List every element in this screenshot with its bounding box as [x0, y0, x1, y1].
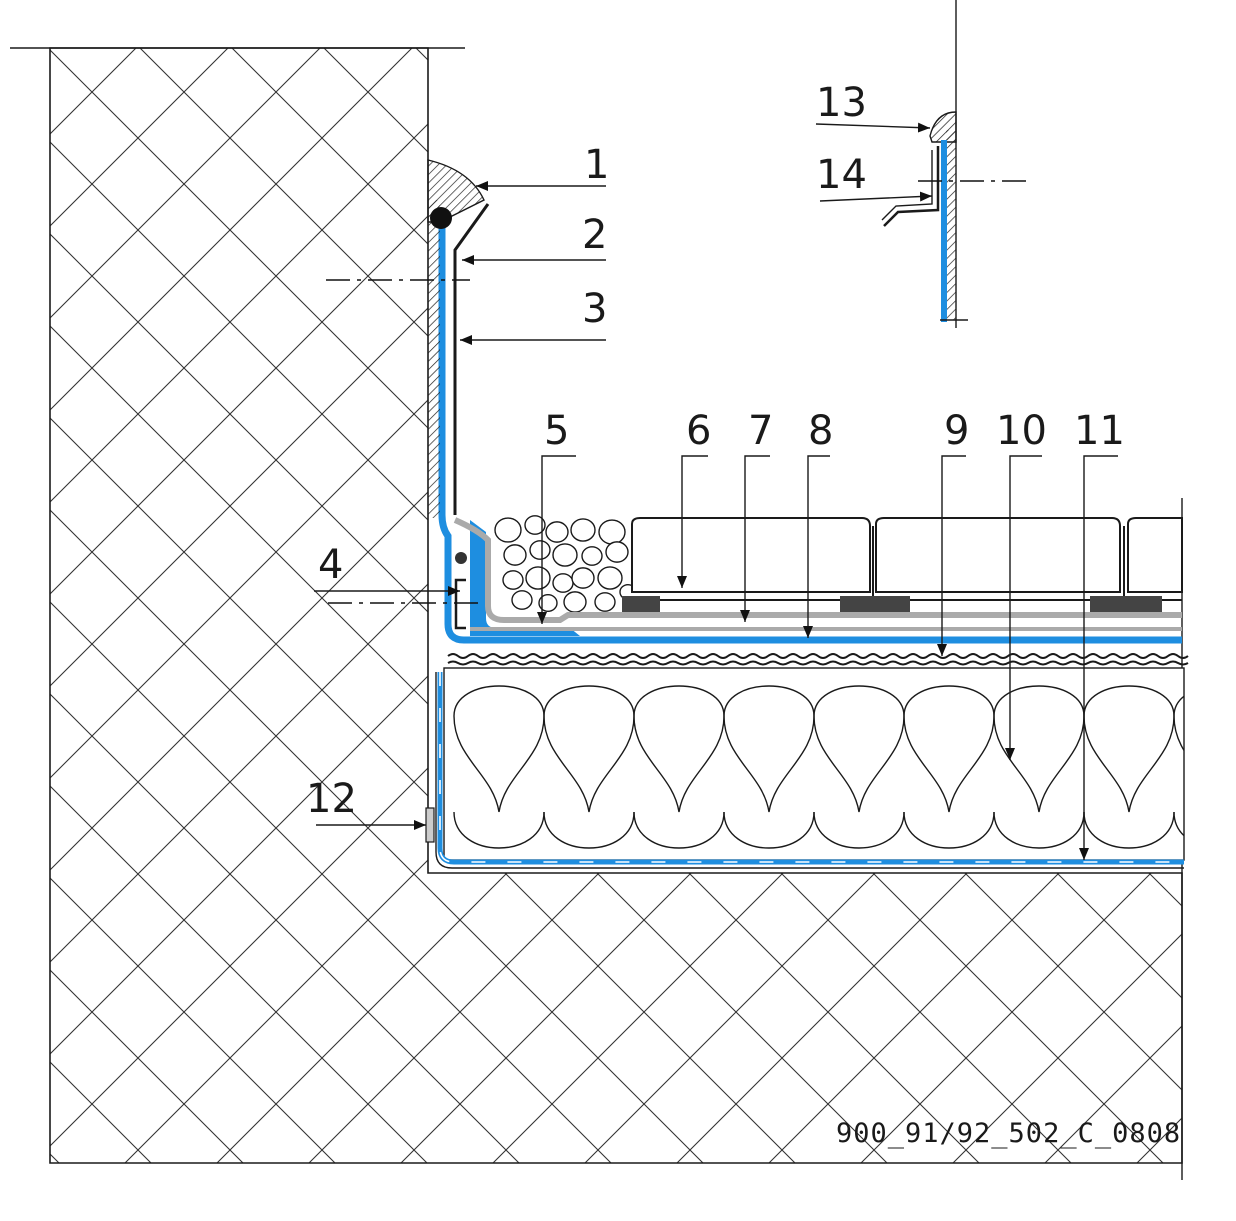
paving-slab [1127, 517, 1183, 593]
callout-label-8: 8 [808, 408, 833, 454]
callout-label-3: 3 [582, 286, 607, 332]
gravel-pebble [494, 517, 522, 543]
callout-label-6: 6 [686, 408, 711, 454]
gravel-pebble [571, 567, 595, 589]
callout-label-14: 14 [816, 152, 867, 198]
waterproofing-membrane [438, 222, 1182, 644]
gravel-pebble [598, 519, 626, 545]
gravel-pebble [552, 543, 578, 567]
callout-label-4: 4 [318, 542, 343, 588]
paving-slab [875, 517, 1121, 593]
insulation-loop [633, 811, 725, 849]
callout-labels: 1 2 3 4 5 6 7 8 9 10 11 12 13 14 [306, 80, 1125, 822]
drawing-code: 900_91/92_502_C_0808 [836, 1118, 1181, 1149]
insulation-loops [453, 685, 1184, 849]
gravel-pebble [594, 592, 616, 612]
separation-layer [453, 517, 1182, 623]
callout-label-9: 9 [944, 408, 969, 454]
vapour-control-outline [435, 672, 1184, 869]
leader-13 [815, 122, 931, 133]
insulation-loop [903, 811, 995, 849]
gravel-pebble [502, 570, 524, 590]
callout-label-7: 7 [748, 408, 773, 454]
gravel-pebble [503, 544, 527, 566]
gravel-pebble [511, 590, 533, 610]
callout-label-13: 13 [816, 80, 867, 126]
callout-label-5: 5 [544, 408, 569, 454]
gravel-pebble [581, 546, 603, 566]
gravel-pebble [597, 566, 623, 590]
alternative-termination-detail [881, 0, 968, 328]
insulation-loop [453, 811, 545, 849]
backer-rod [430, 207, 452, 229]
gravel-pebble [545, 521, 569, 543]
leader-14 [819, 191, 933, 202]
protection-fleece-lower [447, 660, 1189, 666]
leader-6 [677, 455, 708, 588]
gravel-pebble [529, 540, 551, 560]
thermal-insulation [443, 667, 1185, 861]
edge-strip [425, 807, 435, 843]
insulation-loop [543, 811, 635, 849]
detail-wall-coating [946, 130, 956, 320]
leader-5 [537, 455, 576, 624]
detail-sealant-cap [929, 111, 957, 143]
protection-fleece-upper [447, 653, 1189, 659]
insulation-loop [813, 811, 905, 849]
paver-pedestal [622, 596, 660, 612]
paving-slabs [622, 517, 1183, 612]
gravel-pebble [570, 518, 596, 542]
callout-label-12: 12 [306, 776, 357, 822]
paver-pedestal [1090, 596, 1162, 612]
gravel-pebble [552, 573, 574, 593]
detail-clamp-profile-inner [881, 150, 933, 221]
upstand-wall-coating [428, 200, 440, 518]
leader-9 [937, 455, 966, 656]
vapour-control-layer-dash [439, 672, 1184, 863]
fixing-rod [455, 552, 467, 564]
termination-flashing [453, 203, 490, 515]
leader-10 [1005, 455, 1042, 760]
insulation-loop [1173, 811, 1184, 837]
paving-slab [631, 517, 871, 593]
callout-label-1: 1 [584, 142, 609, 188]
detail-clamp-profile [883, 146, 940, 227]
paver-pedestal [840, 596, 910, 612]
insulation-loop [1173, 695, 1184, 752]
gravel-pebble [525, 566, 551, 590]
leader-7 [740, 455, 770, 622]
insulation-loop [1083, 811, 1175, 849]
leader-8 [803, 455, 830, 638]
gravel-pebble [524, 515, 546, 535]
insulation-loop [993, 811, 1085, 849]
gravel-pebble [563, 591, 587, 612]
callout-leaders [314, 122, 1118, 860]
insulation-loop [723, 811, 815, 849]
leader-11 [1079, 455, 1118, 860]
gravel-strip [494, 515, 632, 612]
sealant-bead [427, 159, 485, 223]
gravel-pebble [538, 594, 558, 612]
gravel-pebble [605, 541, 629, 563]
fixing-profile [454, 578, 466, 630]
concrete-wall-and-slab [49, 47, 1183, 1164]
callout-label-11: 11 [1074, 408, 1125, 454]
callout-label-2: 2 [582, 212, 607, 258]
callout-label-10: 10 [996, 408, 1047, 454]
